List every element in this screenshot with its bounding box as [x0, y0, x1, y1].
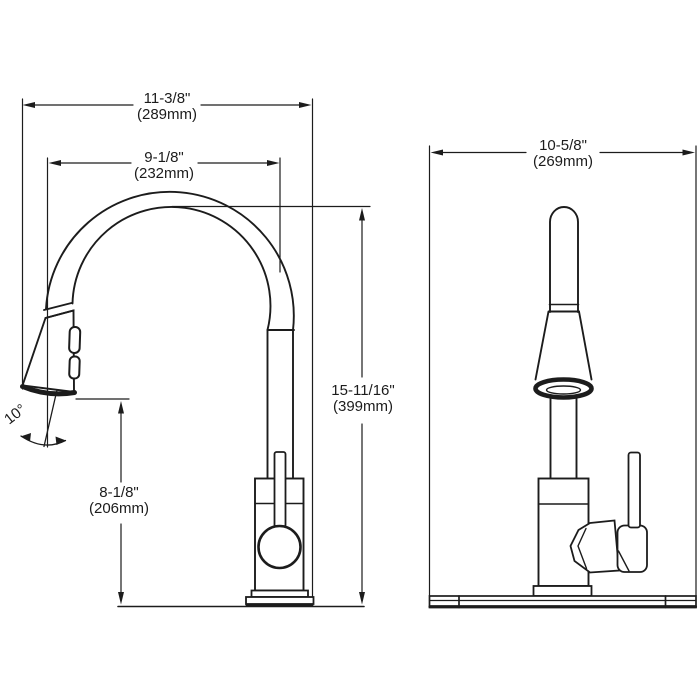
handle-joint	[257, 524, 302, 570]
dim-spout-clearance-label: 8-1/8" (206mm)	[89, 485, 149, 517]
handle-block-crease	[617, 550, 630, 572]
spray-head-collar-bottom	[44, 309, 75, 319]
arrow-right-icon	[682, 149, 695, 156]
faucet-base	[245, 589, 315, 607]
spout-column	[266, 329, 295, 480]
dim-overall-reach-label: 11-3/8" (289mm)	[137, 91, 197, 123]
aerator-face	[20, 384, 77, 397]
arrow-right-icon	[299, 102, 312, 108]
arc-arrow-icon	[55, 436, 66, 445]
dim-overall-height-label: 15-11/16" (399mm)	[331, 383, 394, 415]
dim-metric: (269mm)	[532, 153, 594, 170]
dim-inches: 11-3/8"	[143, 90, 191, 107]
spout-tip	[549, 206, 579, 313]
neck-column	[549, 397, 578, 480]
arrow-up-icon	[118, 401, 124, 414]
left-view	[20, 98, 371, 608]
handle-lever	[273, 451, 287, 528]
spray-head-body	[21, 309, 75, 394]
dim-inches: 8-1/8"	[99, 484, 139, 501]
dim-base-width-lines	[428, 145, 697, 597]
arrow-down-icon	[118, 592, 124, 605]
arrow-up-icon	[359, 208, 365, 221]
right-view	[428, 145, 697, 609]
aerator-ring	[533, 377, 594, 400]
handle-block	[616, 524, 648, 573]
spray-head-front	[533, 310, 594, 400]
arrow-down-icon	[359, 592, 365, 605]
pedestal	[532, 585, 593, 597]
dim-metric: (289mm)	[136, 106, 198, 123]
spray-buttons	[68, 325, 82, 380]
spout-arch-outer	[45, 190, 295, 331]
dim-metric: (232mm)	[133, 165, 195, 182]
spray-head	[20, 157, 82, 448]
angle-callout	[20, 389, 67, 448]
aerator-inner	[545, 385, 582, 395]
handle-hub-crease	[577, 527, 588, 570]
arrow-right-icon	[267, 160, 280, 166]
dim-overall-reach-lines	[21, 98, 314, 598]
dim-base-width-label: 10-5/8" (269mm)	[533, 138, 593, 170]
spout-arch-inner	[71, 205, 272, 331]
spray-head-collar-top	[43, 302, 73, 311]
handle-lever-front	[627, 451, 641, 529]
dim-spout-reach-label: 9-1/8" (232mm)	[134, 150, 194, 182]
dim-inches: 15-11/16"	[331, 382, 395, 399]
arrow-left-icon	[48, 160, 61, 166]
dim-inches: 10-5/8"	[539, 137, 587, 154]
dim-metric: (399mm)	[332, 398, 393, 415]
arrow-left-icon	[430, 149, 443, 156]
dim-spout-clearance-lines	[75, 398, 130, 605]
dim-spout-reach-lines	[48, 157, 281, 273]
dim-overall-height-lines	[171, 205, 371, 605]
arrow-left-icon	[22, 102, 35, 108]
dim-inches: 9-1/8"	[144, 149, 184, 166]
arc-arrow-icon	[20, 433, 31, 442]
deck-plate	[428, 595, 697, 609]
dim-metric: (206mm)	[88, 500, 150, 517]
